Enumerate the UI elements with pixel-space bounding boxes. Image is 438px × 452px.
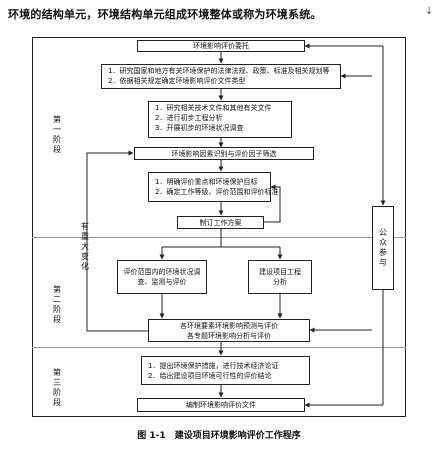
- box-prelim-line-3: 3．开展初步的环境状况调查: [155, 124, 244, 132]
- box-engineering: 建设项目工程 分析: [248, 260, 312, 294]
- arrow-major-change-loop: [86, 150, 148, 332]
- major-change-label: 有重大变化: [81, 222, 89, 271]
- stage-divider-1-2: [32, 237, 406, 238]
- box-engineering-line-1: 建设项目工程: [259, 268, 301, 276]
- stage-label-2: 第二阶段: [53, 285, 61, 324]
- box-predict: 各环境要素环境影响预测与评价 各专题环境影响分析与评价: [148, 319, 310, 342]
- stage-label-1: 第一阶段: [53, 115, 61, 154]
- box-survey-line-1: 评价范围内的环境状况调: [123, 268, 201, 276]
- box-define: 1．明确评价重点和环境保护目标 2．确定工作等级、评价范围和评价标准: [148, 172, 279, 202]
- box-define-line-2: 2．确定工作等级、评价范围和评价标准: [155, 188, 279, 196]
- box-survey-line-2: 查、监测与评价: [137, 278, 187, 286]
- header-text: 环境的结构单元，环境结构单元组成环境整体或称为环境系统。: [8, 8, 322, 21]
- box-prelim: 1．研究相关技术文件和其他有关文件 2．进行初步工程分析 3．开展初步的环境状况…: [148, 101, 292, 138]
- box-predict-line-1: 各环境要素环境影响预测与评价: [180, 321, 278, 330]
- box-prelim-line-2: 2．进行初步工程分析: [155, 114, 223, 122]
- box-research: 1．研究国家和地方有关环境保护的法律法规、政策、标准及相关规划等 2．依据相关规…: [101, 64, 341, 89]
- box-plan: 制订工作方案: [177, 216, 264, 229]
- arrow-plan-feedback: [264, 184, 281, 223]
- box-predict-line-2: 各专题环境影响分析与评价: [187, 331, 271, 340]
- stage-divider-2-3: [32, 347, 406, 348]
- stage-label-3: 第三阶段: [53, 368, 61, 407]
- box-identify: 环境影响因素识别与评价因子筛选: [134, 147, 314, 160]
- figure-caption: 图 1-1 建设项目环境影响评价工作程序: [137, 431, 301, 441]
- box-public-label: 公众参与: [379, 228, 387, 267]
- corner-arrow-mark: ↓: [425, 6, 434, 17]
- box-measures-line-1: 1．提出环境保护措施，进行技术经济论证: [148, 362, 279, 370]
- box-compile: 编制环境影响评价文件: [137, 398, 305, 412]
- flowchart-frame: [32, 37, 406, 417]
- box-define-line-1: 1．明确评价重点和环境保护目标: [155, 178, 258, 186]
- box-research-line-2: 2．依据相关规定确定环境影响评价文件类型: [108, 77, 246, 85]
- box-prelim-line-1: 1．研究相关技术文件和其他有关文件: [155, 104, 272, 112]
- box-measures: 1．提出环境保护措施，进行技术经济论证 2．给出建设项目环境可行性的评价结论: [141, 356, 310, 385]
- box-survey: 评价范围内的环境状况调 查、监测与评价: [117, 260, 207, 294]
- box-commission: 环境影响评价委托: [137, 40, 305, 52]
- box-measures-line-2: 2．给出建设项目环境可行性的评价结论: [148, 372, 272, 380]
- box-research-line-1: 1．研究国家和地方有关环境保护的法律法规、政策、标准及相关规划等: [108, 67, 330, 75]
- box-engineering-line-2: 分析: [273, 278, 287, 286]
- box-public-participation: 公众参与: [372, 206, 394, 290]
